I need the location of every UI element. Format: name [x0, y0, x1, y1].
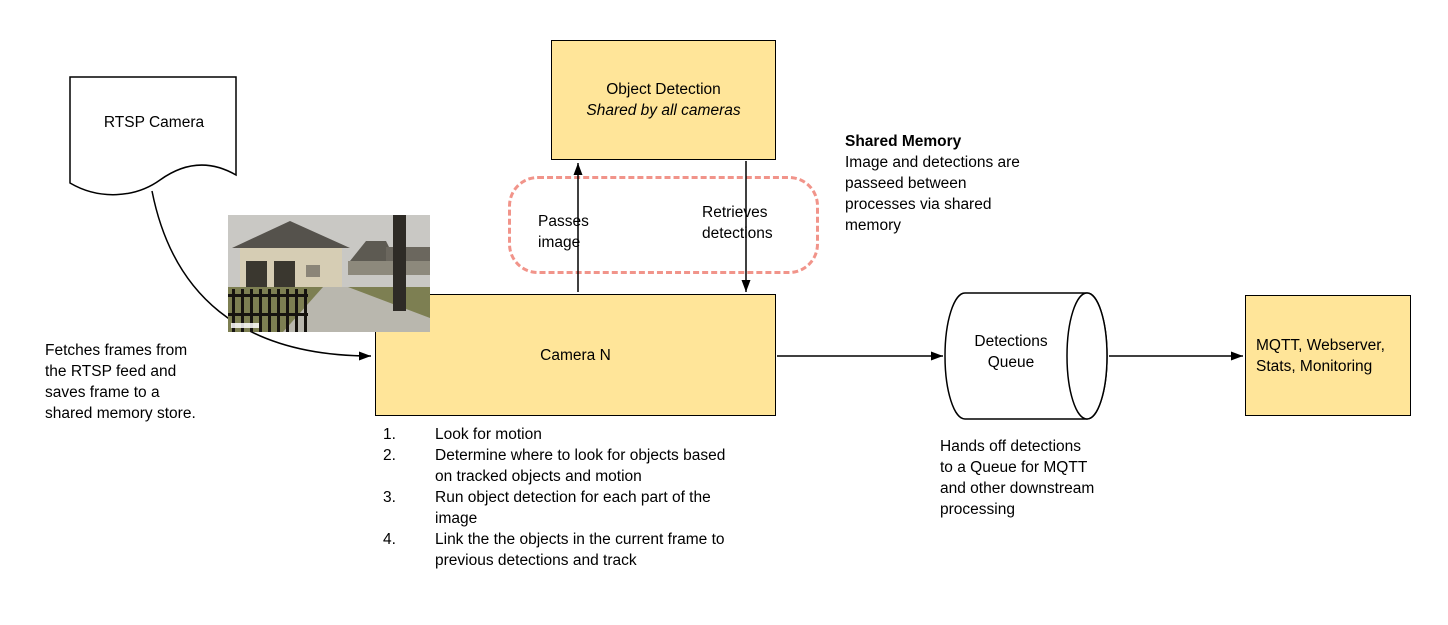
camera-n-label: Camera N	[540, 346, 611, 364]
detections-queue-label: Detections Queue	[974, 333, 1048, 371]
camera-step: 3. Run object detection for each part of…	[383, 487, 733, 529]
shared-memory-annotation: Shared Memory Image and detections are p…	[845, 131, 1050, 236]
snapshot-timestamp-overlay	[231, 323, 259, 328]
camera-step-number: 1.	[383, 426, 396, 443]
camera-snapshot-image	[228, 215, 430, 332]
fetch-frames-note: Fetches frames from the RTSP feed and sa…	[45, 342, 196, 422]
detections-queue-cap	[1066, 292, 1108, 420]
camera-step: 1. Look for motion	[383, 424, 733, 445]
rtsp-camera-label: RTSP Camera	[103, 114, 205, 131]
camera-step-text: Look for motion	[435, 426, 542, 443]
outputs-label: MQTT, Webserver, Stats, Monitoring	[1256, 336, 1385, 375]
camera-step: 4. Link the the objects in the current f…	[383, 529, 733, 571]
shared-memory-body: Image and detections are passeed between…	[845, 154, 1020, 234]
object-detection-node: Object Detection Shared by all cameras	[551, 40, 776, 160]
outputs-node: MQTT, Webserver, Stats, Monitoring	[1245, 295, 1411, 416]
snapshot-porch-post	[393, 215, 406, 311]
camera-step-number: 4.	[383, 531, 396, 548]
camera-n-node: Camera N	[375, 294, 776, 416]
camera-step-number: 2.	[383, 447, 396, 464]
object-detection-subtitle: Shared by all cameras	[586, 102, 741, 119]
rtsp-camera-shape	[69, 76, 237, 196]
camera-step: 2. Determine where to look for objects b…	[383, 445, 733, 487]
camera-step-text: Determine where to look for objects base…	[435, 447, 726, 485]
camera-step-text: Link the the objects in the current fram…	[435, 531, 725, 569]
shared-memory-title: Shared Memory	[845, 133, 962, 150]
shared-memory-dashed-region	[508, 176, 819, 274]
queue-handoff-note: Hands off detections to a Queue for MQTT…	[940, 438, 1095, 518]
retrieves-detections-label: Retrieves detections	[702, 204, 773, 242]
camera-step-text: Run object detection for each part of th…	[435, 489, 711, 527]
passes-image-label: Passes image	[538, 213, 589, 251]
camera-steps-list: 1. Look for motion 2. Determine where to…	[383, 424, 733, 571]
camera-step-number: 3.	[383, 489, 396, 506]
object-detection-title: Object Detection	[606, 81, 721, 98]
